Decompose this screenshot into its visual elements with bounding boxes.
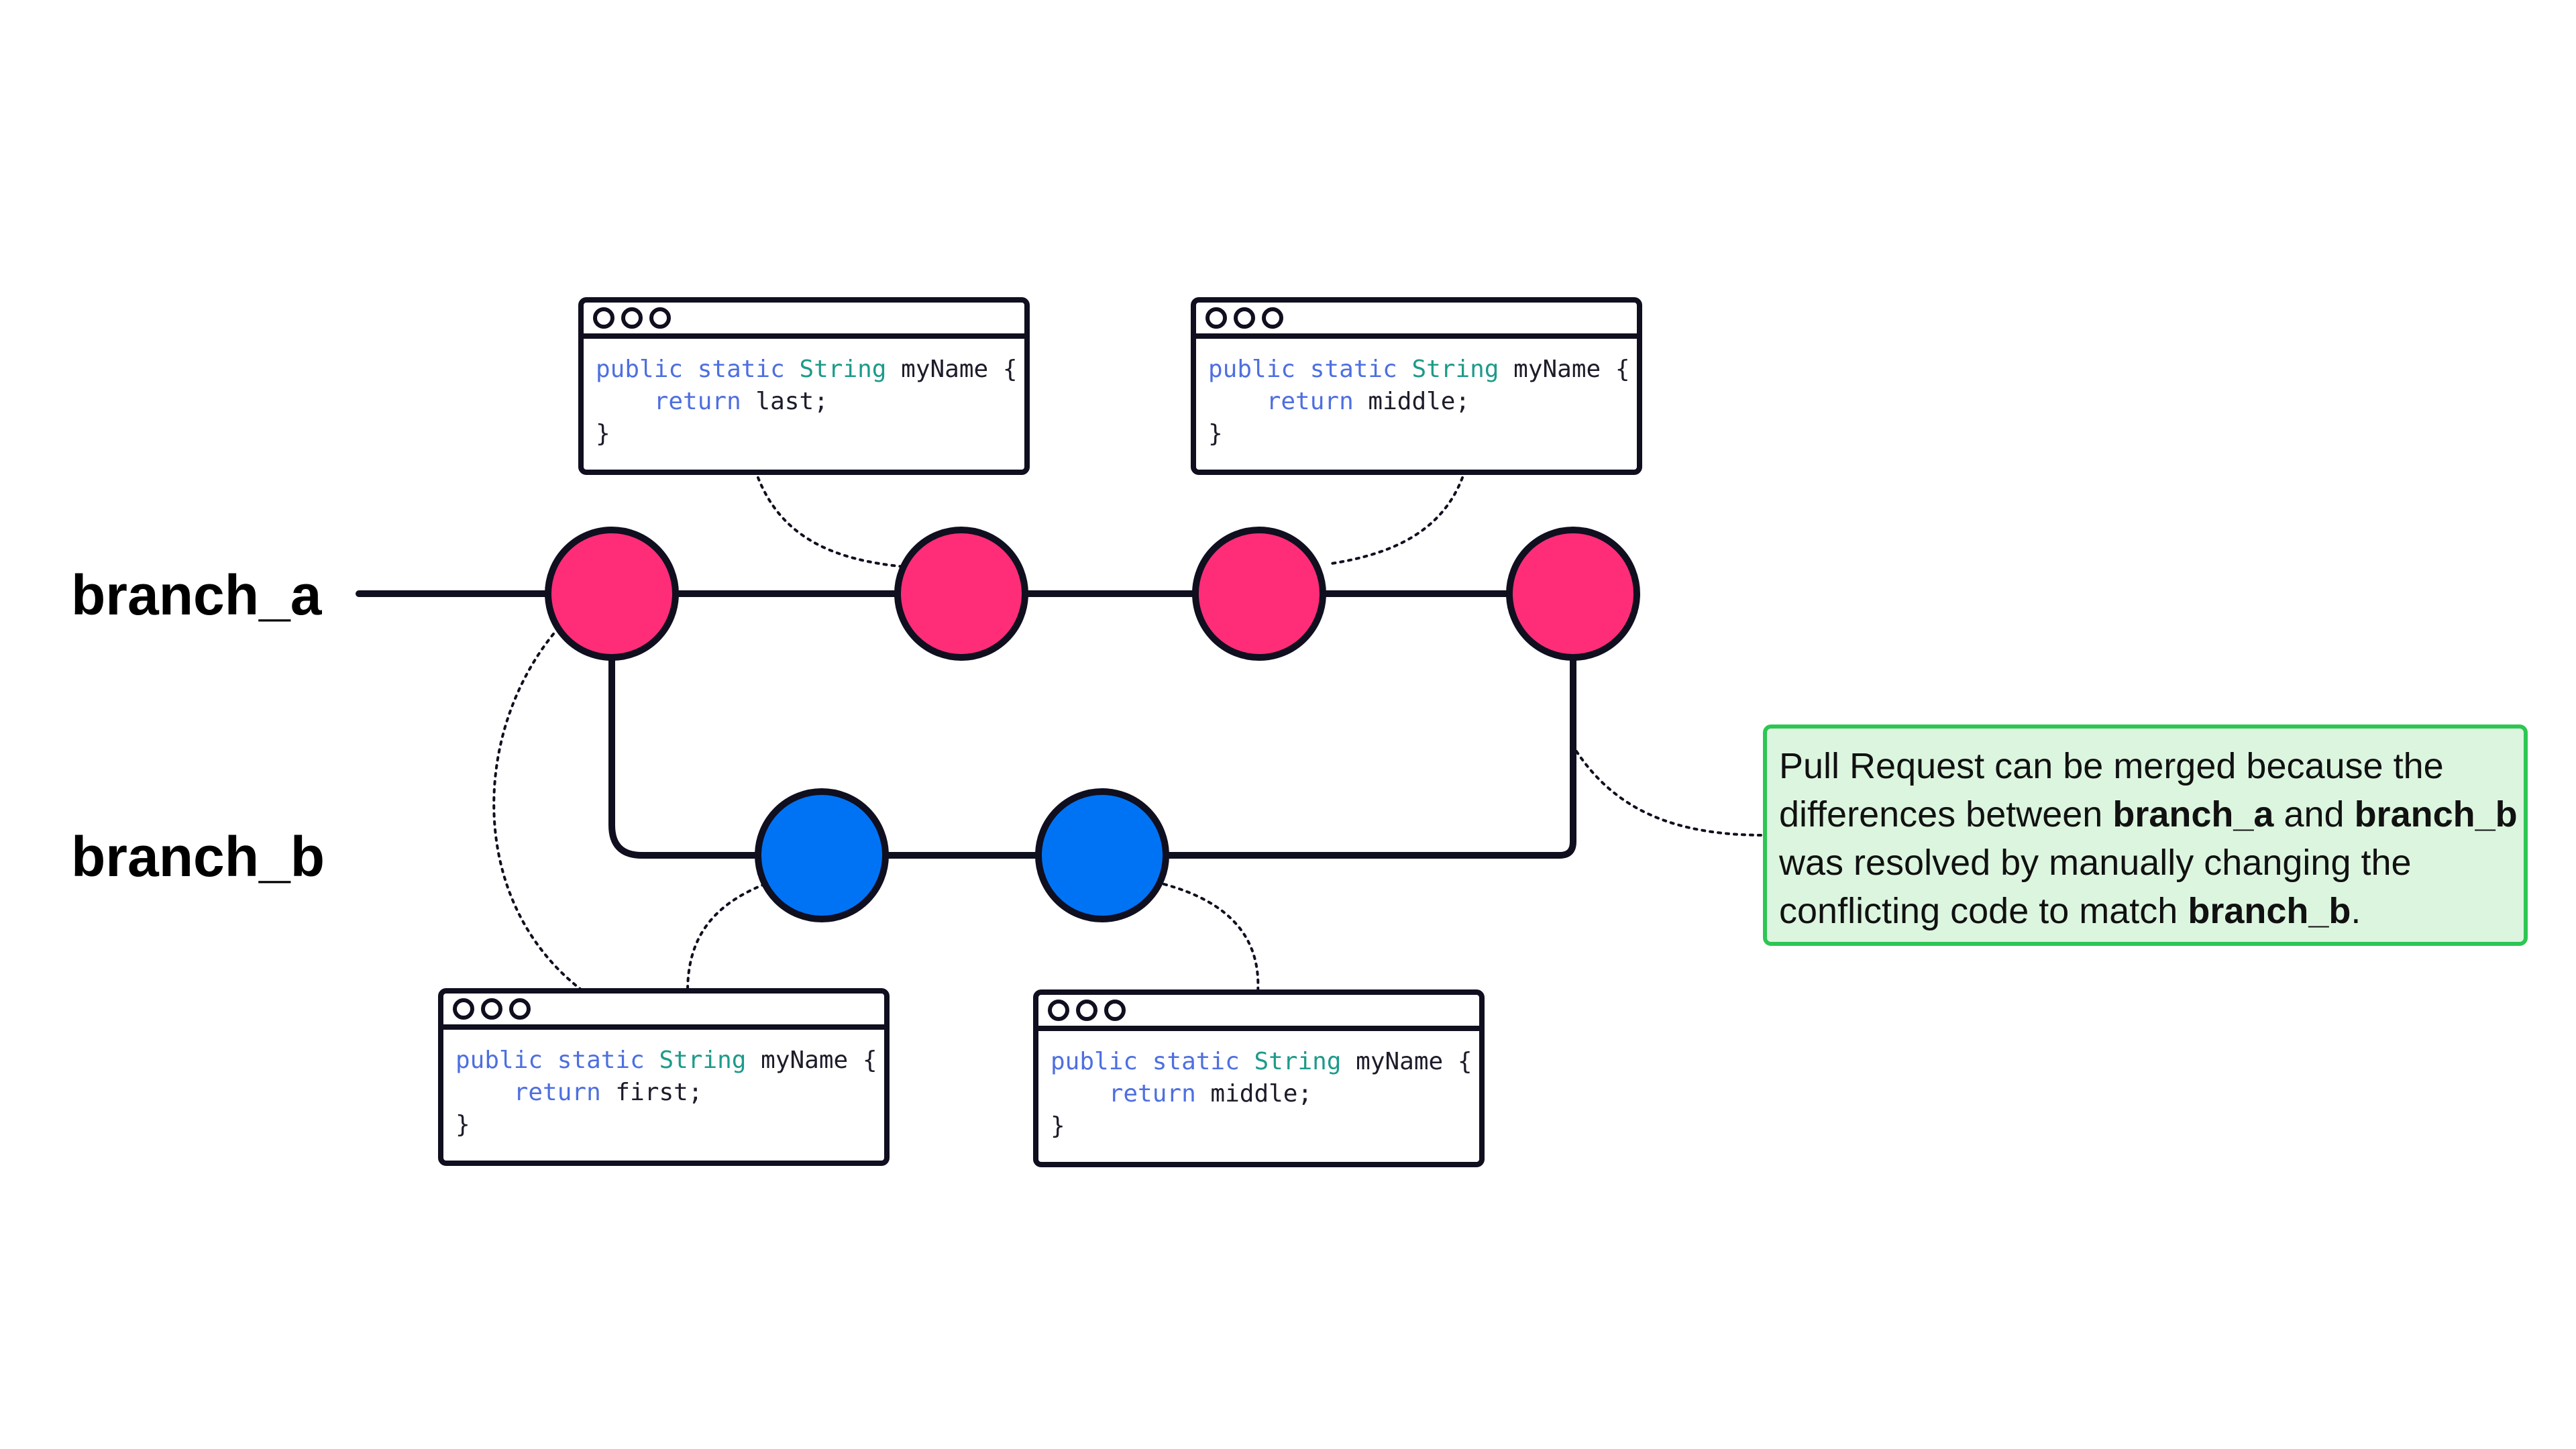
window-dot-icon bbox=[649, 307, 671, 329]
code-window-middle-bottom: public static String myName { return mid… bbox=[1033, 989, 1485, 1167]
code-window-middle-top: public static String myName { return mid… bbox=[1191, 297, 1642, 475]
branch-a-commits bbox=[545, 527, 1640, 661]
window-titlebar bbox=[443, 994, 884, 1030]
code-snippet: public static String myName { return mid… bbox=[1051, 1048, 1472, 1140]
connector-a1-to-first bbox=[492, 633, 585, 993]
window-dot-icon bbox=[1104, 1000, 1126, 1021]
note-line-4: conflicting code to match branch_b. bbox=[1779, 891, 2361, 931]
commit-a1[interactable] bbox=[545, 527, 679, 661]
branch-b-line bbox=[608, 590, 1576, 859]
commit-b2[interactable] bbox=[1035, 788, 1169, 922]
connector-a2-to-last bbox=[757, 476, 907, 568]
commit-a3[interactable] bbox=[1192, 527, 1326, 661]
branch-b-label: branch_b bbox=[71, 825, 325, 888]
note-line-1: Pull Request can be merged because the bbox=[1779, 746, 2444, 786]
connector-b2-to-middle bbox=[1163, 883, 1260, 994]
branch-a-label: branch_a bbox=[71, 564, 322, 627]
window-dot-icon bbox=[1234, 307, 1255, 329]
commit-b1[interactable] bbox=[755, 788, 889, 922]
code-snippet: public static String myName { return fir… bbox=[455, 1046, 877, 1138]
window-dot-icon bbox=[1262, 307, 1283, 329]
window-dot-icon bbox=[1205, 307, 1227, 329]
commit-a4-merge[interactable] bbox=[1506, 527, 1640, 661]
window-dot-icon bbox=[1076, 1000, 1097, 1021]
window-dot-icon bbox=[481, 998, 502, 1020]
commit-a2[interactable] bbox=[894, 527, 1028, 661]
code-snippet: public static String myName { return las… bbox=[596, 356, 1018, 447]
pull-request-note: Pull Request can be merged because the d… bbox=[1763, 724, 2528, 946]
window-titlebar bbox=[584, 303, 1024, 339]
branch-b-commits bbox=[755, 788, 1169, 922]
window-dot-icon bbox=[509, 998, 531, 1020]
connector-b1-to-first bbox=[686, 883, 766, 993]
note-line-2: differences between branch_a and branch_… bbox=[1779, 794, 2518, 835]
code-window-first: public static String myName { return fir… bbox=[438, 988, 890, 1166]
connector-a3-to-middle bbox=[1330, 476, 1464, 565]
window-dot-icon bbox=[1048, 1000, 1069, 1021]
connector-merge-to-note bbox=[1575, 750, 1766, 837]
window-dot-icon bbox=[621, 307, 643, 329]
window-titlebar bbox=[1196, 303, 1637, 339]
window-dot-icon bbox=[593, 307, 614, 329]
code-window-last: public static String myName { return las… bbox=[578, 297, 1030, 475]
window-titlebar bbox=[1038, 995, 1479, 1031]
note-line-3: was resolved by manually changing the bbox=[1779, 843, 2412, 883]
code-snippet: public static String myName { return mid… bbox=[1208, 356, 1630, 447]
connector-lines bbox=[492, 476, 1766, 994]
window-dot-icon bbox=[453, 998, 474, 1020]
